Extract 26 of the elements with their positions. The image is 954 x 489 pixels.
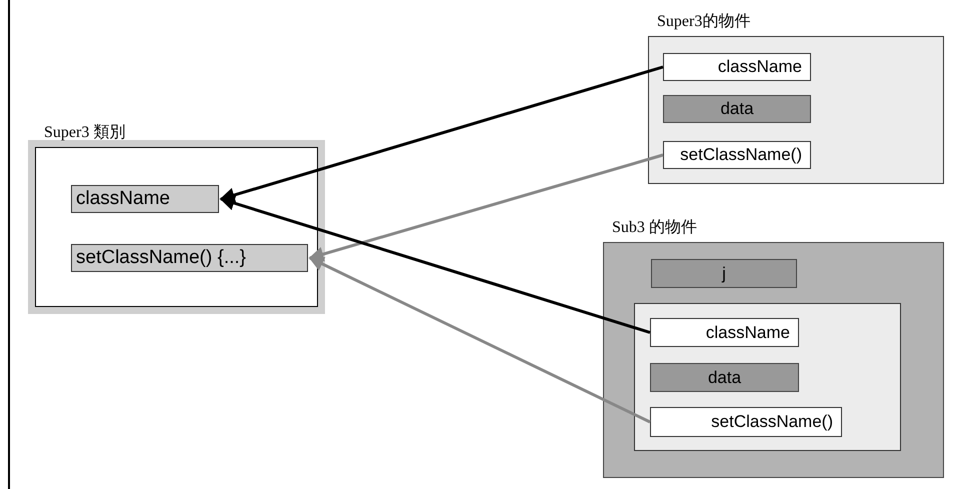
box-heading: Sub3 的物件 — [612, 218, 697, 238]
member-box — [71, 185, 219, 213]
member-box — [663, 53, 811, 81]
arrow — [308, 154, 664, 262]
box-heading: Super3 類別 — [44, 123, 126, 143]
member-box — [71, 244, 308, 272]
data-box — [663, 95, 811, 123]
arrow — [308, 256, 651, 424]
member-box — [650, 318, 799, 347]
inner-object-box — [634, 303, 901, 451]
member-label: className — [706, 322, 790, 344]
member-label: data — [708, 366, 742, 389]
member-label: setClassName() — [711, 411, 833, 434]
data-box — [650, 363, 799, 392]
box-heading: Super3的物件 — [657, 12, 750, 32]
member-label: j — [722, 262, 726, 285]
member-label: setClassName() {...} — [76, 246, 246, 270]
member-label: className — [718, 56, 802, 78]
arrow — [220, 196, 650, 334]
data-box — [651, 259, 797, 288]
member-box — [650, 407, 842, 437]
member-label: className — [76, 186, 170, 211]
member-label: data — [720, 98, 754, 120]
member-box — [663, 141, 811, 169]
arrow — [220, 66, 664, 202]
member-label: setClassName() — [680, 144, 802, 166]
